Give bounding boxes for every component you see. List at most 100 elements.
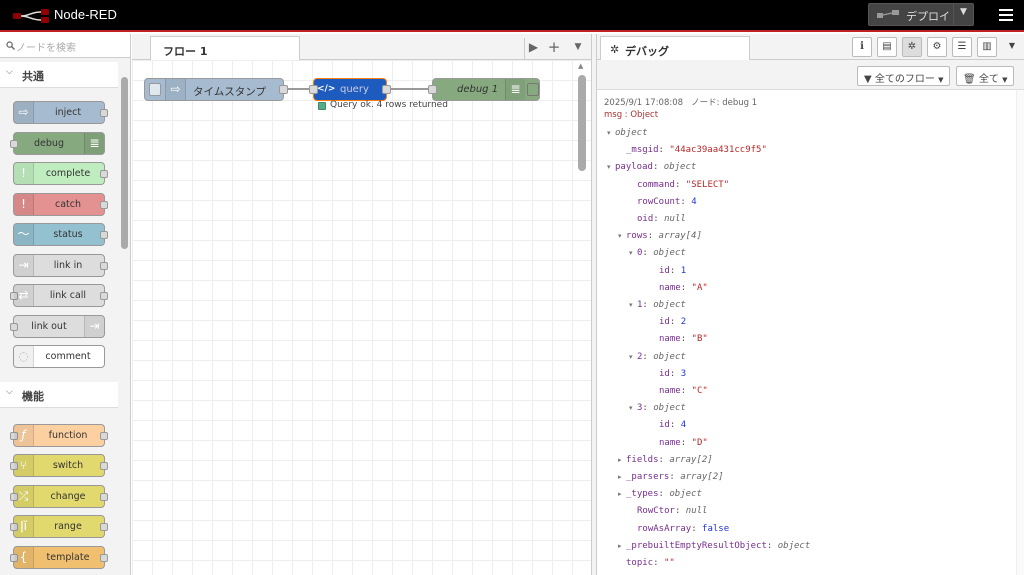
flow-node-inject[interactable]: ⇨ タイムスタンプ — [144, 78, 288, 101]
tree-key-separator: : — [669, 265, 681, 276]
output-port[interactable] — [382, 85, 391, 94]
palette-node-comment[interactable]: ◌ comment — [13, 345, 105, 368]
hamburger-icon-bar — [999, 14, 1013, 16]
palette-node-status[interactable]: 〜 status — [13, 223, 108, 246]
inject-trigger-button[interactable] — [149, 83, 161, 96]
flow-node-debug[interactable]: debug 1 ≣ — [428, 78, 540, 101]
debug-tree-row[interactable]: ▾rows: array[4] — [618, 231, 702, 241]
input-port[interactable] — [428, 85, 437, 94]
add-flow-icon[interactable]: + — [547, 38, 561, 56]
collapse-caret-icon[interactable]: ▾ — [629, 404, 633, 413]
debug-tree-row[interactable]: ▾object — [607, 128, 648, 138]
database-icon[interactable]: ☰ — [952, 37, 972, 57]
tree-key: 2 — [637, 351, 643, 362]
palette-search[interactable]: ノードを検索 — [0, 34, 130, 58]
gear-icon[interactable]: ⚙ — [927, 37, 947, 57]
expand-caret-icon[interactable]: ▸ — [618, 490, 622, 499]
arrow-in-icon: ⇨ — [165, 79, 186, 100]
expand-caret-icon[interactable]: ▸ — [618, 473, 622, 481]
exclamation-icon: ! — [14, 194, 34, 215]
debug-tree-row[interactable]: ▸fields: array[2] — [618, 455, 713, 465]
caret-down-icon: ▼ — [1002, 76, 1008, 84]
palette-category-function[interactable]: ⌵ 機能 — [0, 382, 118, 408]
caret-down-icon[interactable]: ▼ — [960, 7, 967, 17]
tree-value: "D" — [691, 437, 708, 448]
tree-key: name — [659, 334, 681, 345]
debug-scroll-track[interactable] — [1016, 90, 1024, 575]
tree-key: 1 — [637, 300, 643, 310]
flow-canvas[interactable]: ⇨ タイムスタンプ </> query Query ok. 4 rows ret… — [132, 60, 591, 575]
tree-value: object — [653, 300, 686, 310]
input-port[interactable] — [309, 85, 318, 94]
tree-key: rowAsArray — [637, 523, 692, 534]
palette-node-link-call[interactable]: ⇄ link call — [10, 284, 108, 307]
debug-tree-row[interactable]: ▸_prebuiltEmptyResultObject: object — [618, 541, 810, 551]
collapse-caret-icon[interactable]: ▾ — [629, 249, 633, 258]
output-port — [100, 554, 108, 562]
switch-icon: ⑂ — [14, 455, 34, 476]
tab-scroll-right-icon[interactable]: ▶ — [524, 38, 542, 60]
debug-tree-row[interactable]: ▾2: object — [629, 352, 686, 362]
book-icon[interactable]: ▤ — [877, 37, 897, 57]
tree-key: id — [659, 317, 670, 328]
debug-toggle-button[interactable] — [527, 83, 539, 96]
output-port[interactable] — [279, 85, 288, 94]
debug-tree-row: id: 4 — [651, 420, 686, 430]
collapse-caret-icon[interactable]: ▾ — [629, 352, 633, 361]
scroll-up-arrow-icon[interactable]: ▲ — [578, 62, 584, 70]
debug-tree-row[interactable]: ▸_parsers: array[2] — [618, 472, 724, 482]
input-port — [10, 493, 18, 501]
deploy-button[interactable]: デプロイ ▼ — [868, 3, 974, 26]
search-icon — [6, 41, 15, 50]
flow-list-caret-icon[interactable]: ▼ — [574, 42, 582, 52]
expand-caret-icon[interactable]: ▸ — [618, 541, 622, 550]
collapse-caret-icon[interactable]: ▾ — [607, 129, 611, 137]
tree-value: object — [653, 403, 686, 414]
collapse-caret-icon[interactable]: ▾ — [607, 163, 611, 172]
tree-key: fields — [626, 454, 659, 465]
tab-label: フロー 1 — [163, 45, 208, 58]
debug-tree-row[interactable]: ▾0: object — [629, 248, 686, 258]
palette-node-inject[interactable]: ⇨ inject — [13, 101, 108, 124]
palette-node-complete[interactable]: ! complete — [13, 162, 108, 185]
palette-node-change[interactable]: ⤮ change — [10, 485, 108, 508]
tab-flow-1[interactable]: フロー 1 — [150, 36, 300, 61]
bug-icon: ✲ — [610, 43, 620, 56]
palette-node-switch[interactable]: ⑂ switch — [10, 454, 108, 477]
palette-category-common[interactable]: ⌵ 共通 — [0, 62, 118, 88]
tree-key-separator: : — [647, 231, 659, 242]
collapse-caret-icon[interactable]: ▾ — [629, 301, 633, 309]
clear-messages-button[interactable]: 🗑 全て ▼ — [956, 66, 1015, 86]
node-label: comment — [45, 351, 91, 362]
debug-node-link[interactable]: ノード: debug 1 — [691, 98, 758, 108]
debug-tree-row[interactable]: ▾1: object — [629, 300, 686, 310]
tab-debug[interactable]: ✲ デバッグ — [600, 36, 750, 61]
palette-node-link-in[interactable]: ⇥ link in — [13, 254, 108, 277]
flow-node-query[interactable]: </> query — [309, 78, 391, 101]
tree-value: array[2] — [669, 454, 713, 465]
input-port — [10, 462, 18, 470]
main-menu-button[interactable] — [996, 6, 1016, 26]
palette-node-catch[interactable]: ! catch — [13, 193, 108, 216]
debug-tree-row[interactable]: ▾3: object — [629, 403, 686, 413]
expand-caret-icon[interactable]: ▸ — [618, 455, 622, 464]
palette-node-template[interactable]: { template — [10, 546, 108, 569]
palette-node-function[interactable]: ƒ function — [10, 424, 108, 447]
tree-key-separator: : — [642, 351, 654, 362]
caret-down-icon[interactable]: ▼ — [1008, 41, 1016, 50]
node-label: switch — [52, 460, 84, 471]
palette-node-range[interactable]: ǀĭ range — [10, 515, 108, 538]
tree-value: array[2] — [680, 472, 724, 482]
debug-tree-row[interactable]: ▾payload: object — [607, 162, 696, 172]
collapse-caret-icon[interactable]: ▾ — [618, 232, 622, 241]
palette-scrollbar[interactable] — [121, 77, 128, 249]
sidebar-resize-handle[interactable] — [591, 34, 597, 575]
palette-node-debug[interactable]: debug ≣ — [10, 132, 105, 155]
info-icon[interactable]: i — [852, 37, 872, 57]
palette-node-link-out[interactable]: link out ⇥ — [10, 315, 105, 338]
debug-tree-row[interactable]: ▸_types: object — [618, 489, 702, 499]
bug-icon[interactable]: ✲ — [902, 37, 922, 57]
chart-icon[interactable]: ▥ — [977, 37, 997, 57]
canvas-scrollbar[interactable] — [578, 75, 586, 171]
filter-flows-button[interactable]: ▼ 全てのフロー ▼ — [857, 66, 951, 86]
